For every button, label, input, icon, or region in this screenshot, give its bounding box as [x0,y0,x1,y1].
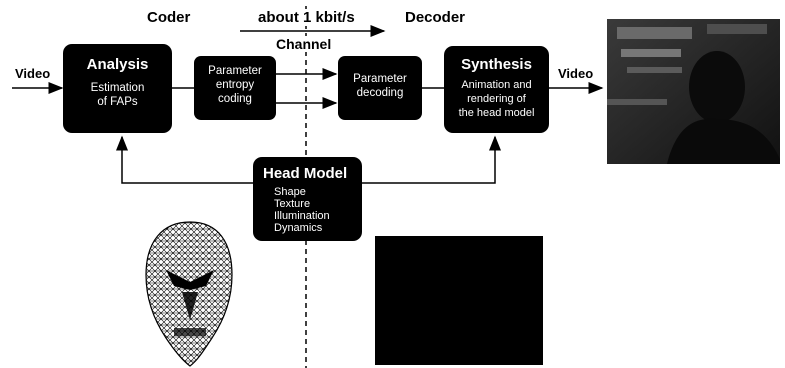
synthesis-line: the head model [444,106,549,120]
analysis-line: Estimation [63,81,172,95]
rate-label: about 1 kbit/s [258,9,355,26]
headmodel-to-synthesis [362,137,495,183]
head-model-line: Illumination [274,210,362,222]
decoding-box: Parameter decoding [338,56,422,120]
head-model-line: Texture [274,198,362,210]
synthesis-line: Animation and [444,78,549,92]
head-model-title: Head Model [263,165,362,182]
decoder-label: Decoder [405,9,465,26]
head-model-line: Dynamics [274,222,362,234]
entropy-coding-box: Parameter entropy coding [194,56,276,120]
head-model-box: Head Model Shape Texture Illumination Dy… [253,157,362,241]
headmodel-to-analysis [122,137,253,183]
analysis-line: of FAPs [63,95,172,109]
decoding-line: Parameter [338,72,422,86]
entropy-line: coding [194,92,276,106]
coder-label: Coder [147,9,190,26]
synthesis-box: Synthesis Animation and rendering of the… [444,46,549,133]
channel-label: Channel [276,36,331,52]
synthesized-frame-image [375,236,543,365]
head-model-line: Shape [274,186,362,198]
analysis-title: Analysis [63,56,172,73]
decoding-line: decoding [338,86,422,100]
synthesis-title: Synthesis [444,56,549,73]
entropy-line: entropy [194,78,276,92]
video-out-label: Video [558,66,593,81]
wireframe-head-image [140,220,240,368]
analysis-box: Analysis Estimation of FAPs [63,44,172,133]
entropy-line: Parameter [194,64,276,78]
synthesis-line: rendering of [444,92,549,106]
video-frame-image [607,19,780,164]
video-in-label: Video [15,66,50,81]
